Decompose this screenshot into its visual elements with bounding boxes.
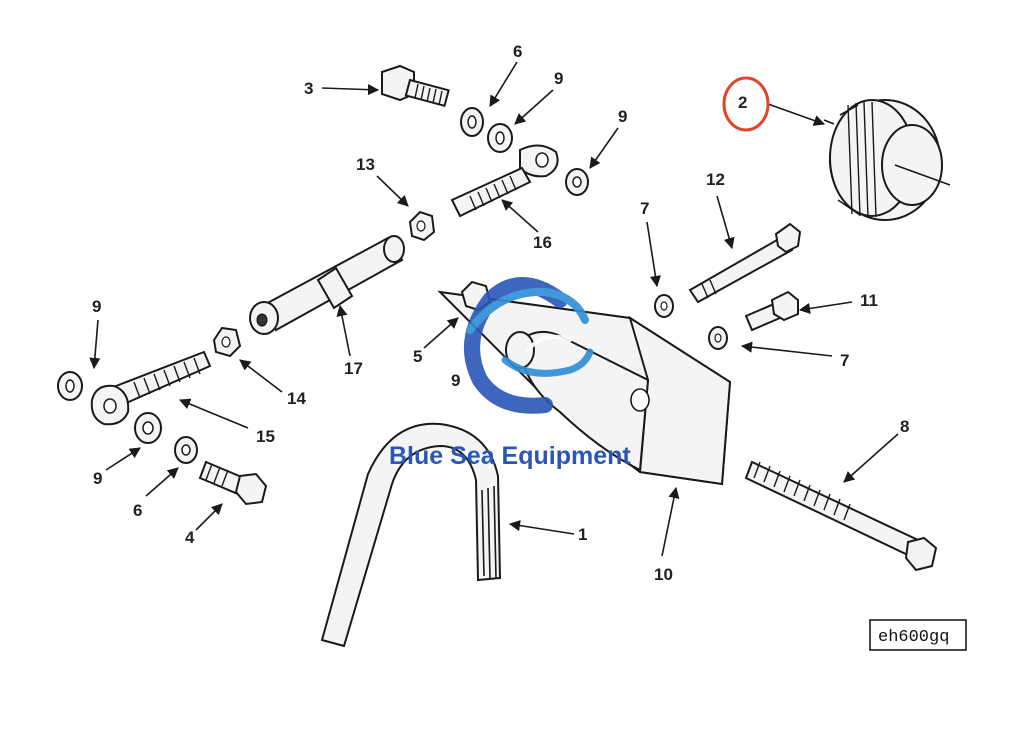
bolt-part-11	[744, 290, 799, 332]
label-part-7-upper: 7	[640, 199, 649, 218]
label-part-7-lower: 7	[840, 351, 849, 370]
rod-end-part-15	[90, 350, 212, 426]
highlight-circle	[722, 76, 770, 132]
washer-part-9-top	[487, 123, 513, 153]
label-part-1: 1	[578, 525, 587, 544]
washer-part-7-upper	[654, 294, 674, 318]
washer-part-9-left	[57, 371, 83, 401]
label-part-12: 12	[706, 170, 725, 189]
washer-part-9-right	[565, 168, 589, 196]
label-part-16: 16	[533, 233, 552, 252]
label-part-9-right: 9	[618, 107, 627, 126]
label-part-8: 8	[900, 417, 909, 436]
washer-part-9-lower	[134, 412, 162, 444]
nut-part-14	[212, 326, 242, 358]
bolt-part-8	[744, 460, 938, 572]
turnbuckle-part-17	[249, 235, 405, 335]
label-part-4: 4	[185, 528, 195, 547]
rod-end-part-16	[450, 144, 559, 218]
bolt-part-3	[381, 64, 450, 108]
label-part-13: 13	[356, 155, 375, 174]
label-part-5: 5	[413, 347, 422, 366]
label-part-17: 17	[344, 359, 363, 378]
pulley-part-2	[823, 99, 951, 221]
nut-part-13	[408, 210, 436, 242]
reference-code-box: eh600gq	[869, 619, 967, 651]
bracket-part-10	[437, 290, 732, 486]
label-part-9-left: 9	[92, 297, 101, 316]
leader-arrows	[89, 61, 899, 557]
lock-washer-part-6-top	[460, 107, 484, 137]
label-part-2: 2	[738, 93, 747, 112]
label-part-9-lower: 9	[93, 469, 102, 488]
label-part-6-lower: 6	[133, 501, 142, 520]
reference-code: eh600gq	[878, 628, 949, 647]
watermark-text: Blue Sea Equipment	[389, 442, 631, 470]
label-part-9-mid: 9	[451, 371, 460, 390]
bolt-part-4	[198, 460, 268, 506]
watermark-logo	[464, 277, 594, 414]
belt-part-1	[320, 422, 502, 648]
washer-part-7-lower	[708, 326, 728, 350]
label-part-9-top: 9	[554, 69, 563, 88]
label-part-11: 11	[860, 291, 878, 310]
label-part-3: 3	[304, 79, 313, 98]
label-part-10: 10	[654, 565, 673, 584]
part-labels: 3 6 9 9 2 13 16 12 7 11 7 17 5 9 9 14 15…	[92, 42, 909, 584]
label-part-14: 14	[287, 389, 306, 408]
bolt-part-12	[688, 222, 802, 304]
lock-washer-part-6-lower	[174, 436, 198, 464]
label-part-6-top: 6	[513, 42, 522, 61]
label-part-15: 15	[256, 427, 275, 446]
